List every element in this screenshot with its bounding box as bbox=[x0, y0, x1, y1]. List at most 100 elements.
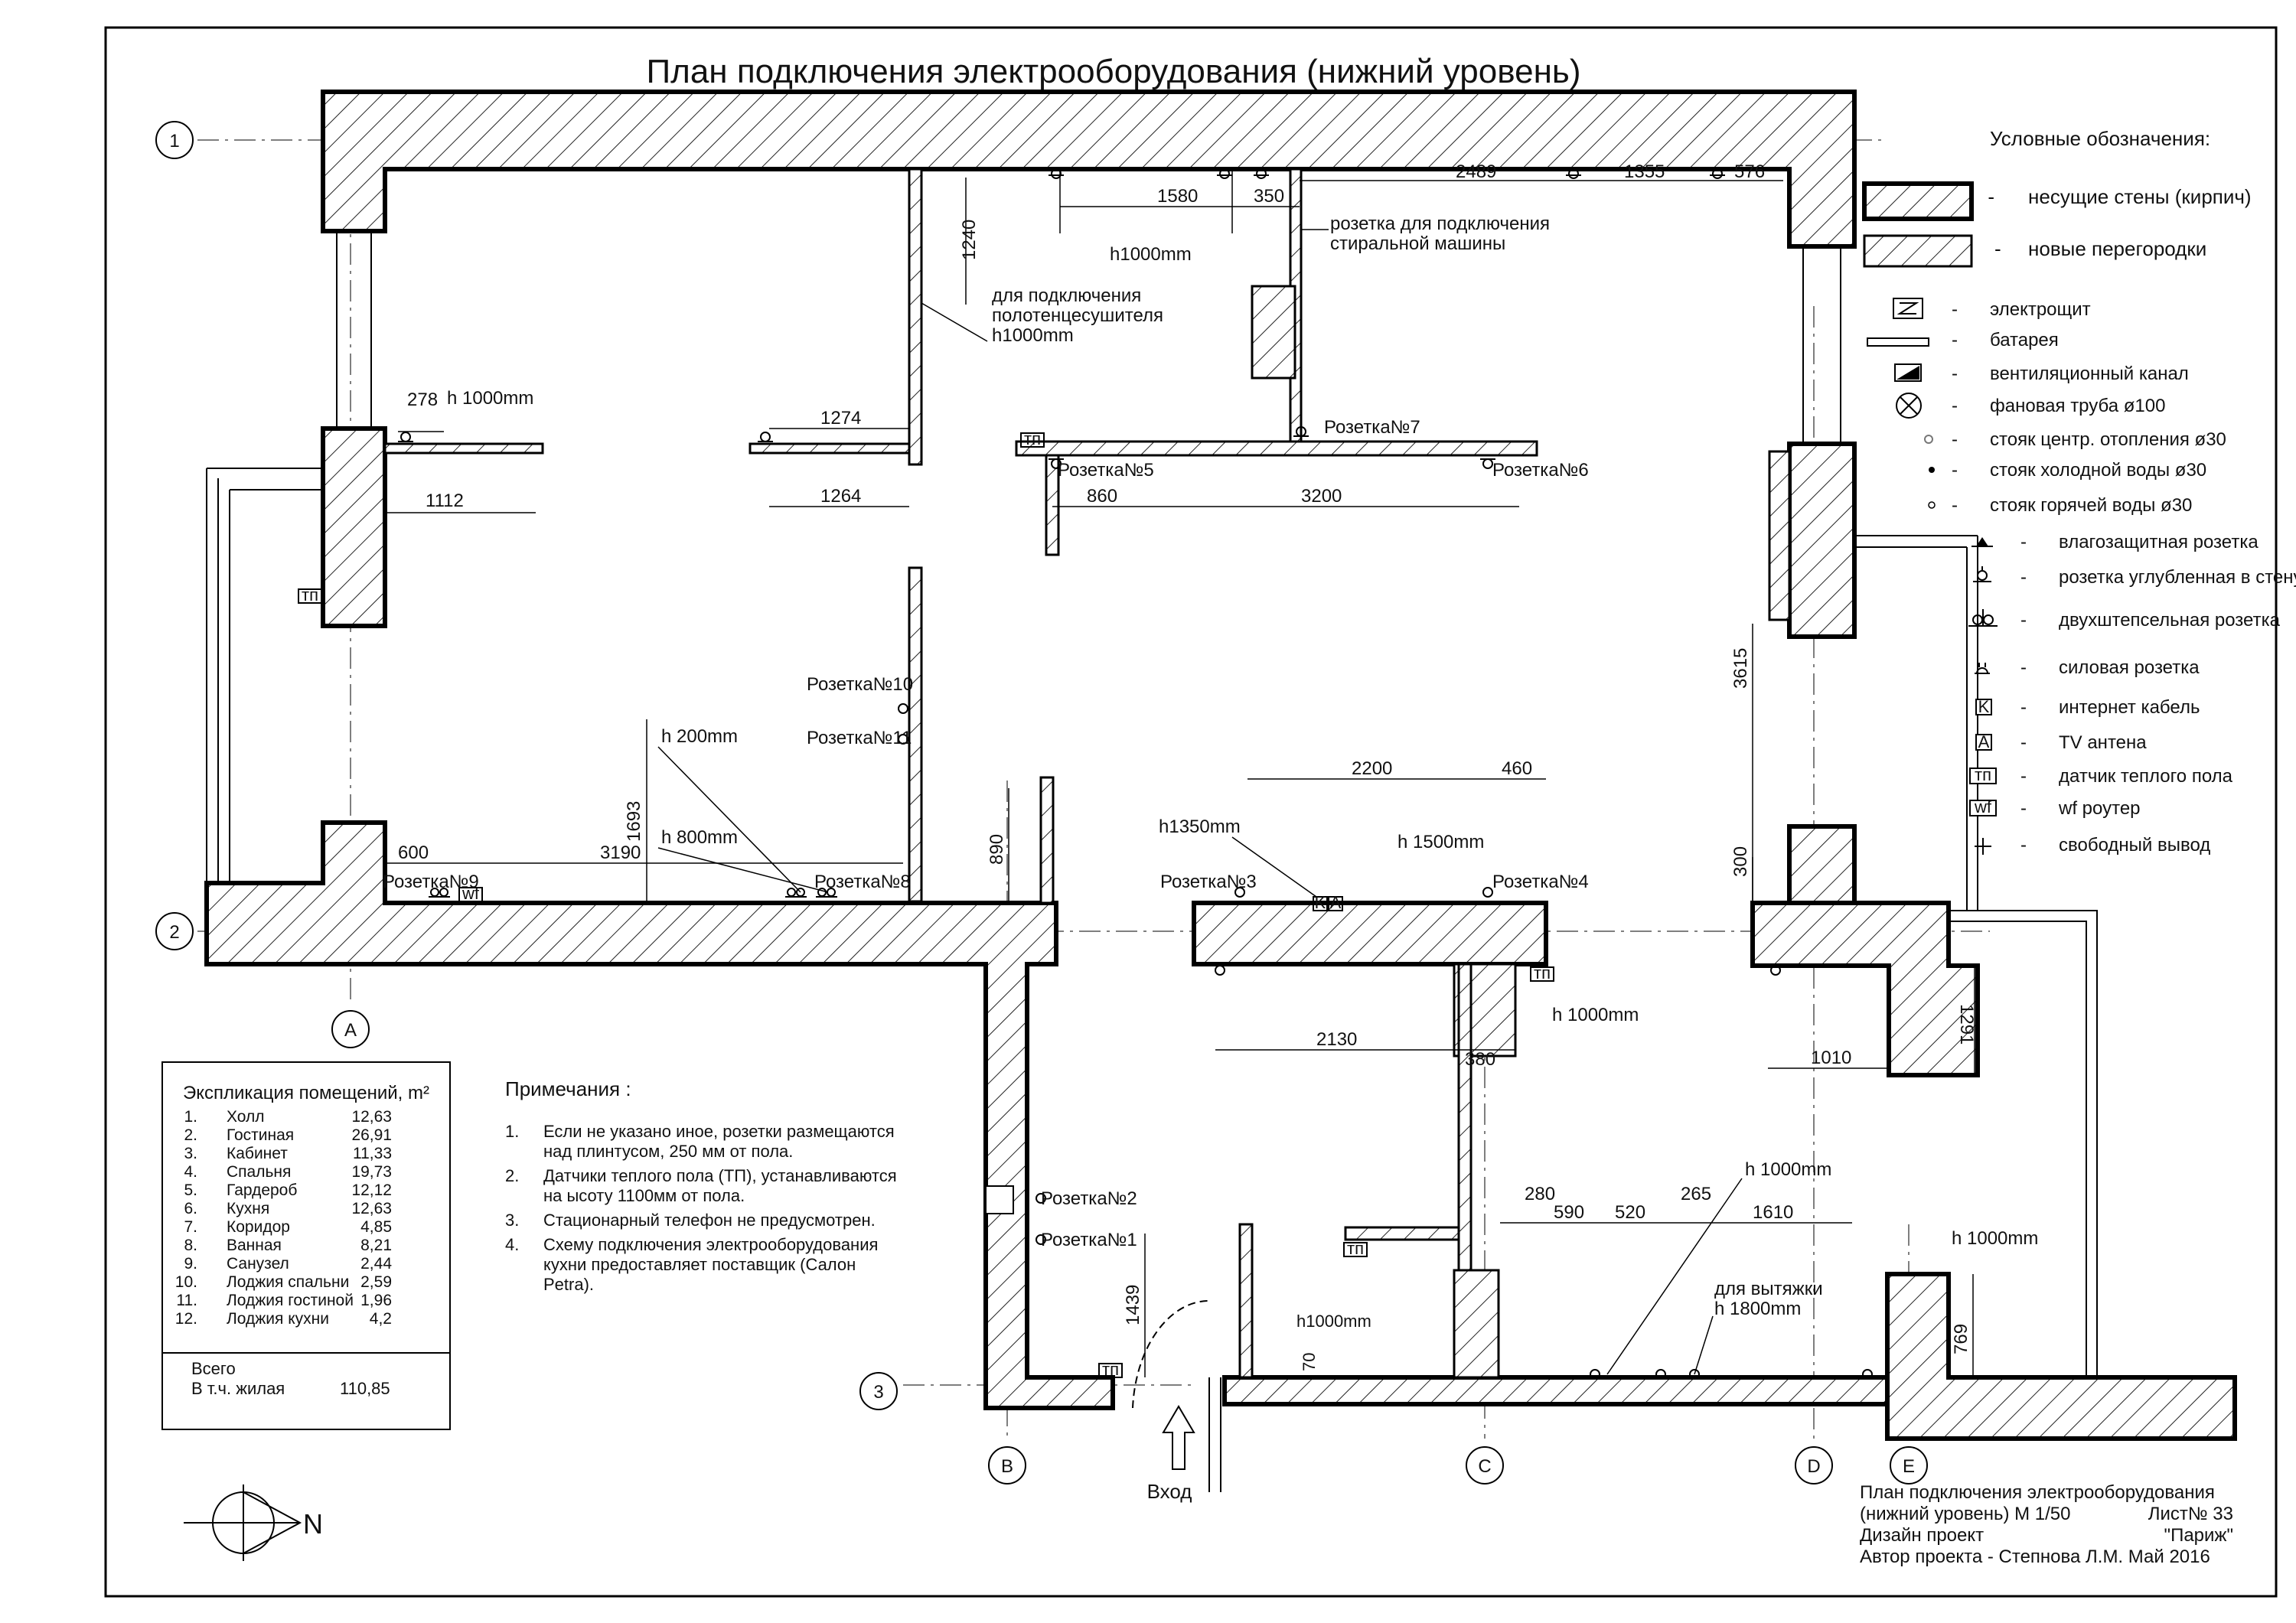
svg-text:полотенцесушителя: полотенцесушителя bbox=[992, 305, 1163, 326]
svg-text:двухштепсельная розетка: двухштепсельная розетка bbox=[2059, 610, 2281, 631]
svg-text:h 200mm: h 200mm bbox=[661, 726, 738, 747]
room-number: 1. bbox=[184, 1108, 197, 1126]
svg-text:265: 265 bbox=[1681, 1184, 1711, 1204]
svg-text:для подключения: для подключения bbox=[992, 285, 1141, 306]
svg-text:h 800mm: h 800mm bbox=[661, 827, 738, 848]
svg-text:тп: тп bbox=[1534, 963, 1551, 983]
room-number: 10. bbox=[175, 1273, 197, 1291]
socket-mark bbox=[1035, 1193, 1046, 1204]
note-line: Датчики теплого пола (ТП), устанавливают… bbox=[543, 1166, 897, 1185]
svg-text:тп: тп bbox=[1024, 429, 1041, 448]
socket-label-7: Розетка№7 bbox=[1324, 417, 1420, 438]
svg-text:(нижний уровень) М 1/50: (нижний уровень) М 1/50 bbox=[1860, 1504, 2070, 1524]
note-number: 1. bbox=[505, 1122, 519, 1141]
svg-text:1610: 1610 bbox=[1753, 1202, 1793, 1223]
room-name: Лоджия спальни bbox=[227, 1273, 349, 1291]
svg-text:1291: 1291 bbox=[1956, 1004, 1977, 1045]
svg-text:-: - bbox=[2020, 610, 2027, 631]
cold-water-riser-icon bbox=[1929, 467, 1935, 473]
svg-text:-: - bbox=[2020, 532, 2027, 552]
room-number: 11. bbox=[176, 1292, 197, 1309]
svg-text:силовая розетка: силовая розетка bbox=[2059, 657, 2200, 678]
socket-label-2: Розетка№2 bbox=[1041, 1188, 1137, 1209]
note-number: 4. bbox=[505, 1235, 519, 1254]
room-number: 2. bbox=[184, 1126, 197, 1144]
room-area: 4,2 bbox=[370, 1310, 392, 1328]
socket-label-6: Розетка№6 bbox=[1492, 460, 1589, 481]
socket-label-4: Розетка№4 bbox=[1492, 872, 1589, 892]
electrical-panel-icon bbox=[1893, 298, 1923, 319]
dimension-lines bbox=[385, 178, 1975, 1377]
wifi-router-icon: wf bbox=[1969, 797, 1997, 816]
svg-text:-: - bbox=[1952, 495, 1958, 516]
svg-text:для вытяжки: для вытяжки bbox=[1714, 1279, 1823, 1299]
svg-text:h1000mm: h1000mm bbox=[1110, 244, 1192, 265]
room-name: Коридор bbox=[227, 1218, 290, 1236]
svg-text:A: A bbox=[1978, 732, 1990, 751]
svg-text:110,85: 110,85 bbox=[340, 1379, 390, 1398]
svg-text:-: - bbox=[1952, 396, 1958, 416]
room-number: 9. bbox=[184, 1255, 197, 1273]
room-area: 26,91 bbox=[351, 1126, 392, 1144]
socket-label-5: Розетка№5 bbox=[1058, 460, 1154, 481]
room-number: 7. bbox=[184, 1218, 197, 1236]
socket-mark bbox=[1049, 458, 1064, 469]
svg-text:Автор проекта - Степнова Л.М.: Автор проекта - Степнова Л.М. Май 2016 bbox=[1860, 1546, 2210, 1567]
axis-bubble-c bbox=[1466, 1446, 1504, 1484]
socket-mark bbox=[758, 432, 773, 442]
svg-text:1112: 1112 bbox=[426, 490, 464, 511]
note-line: кухни предоставляет поставщик (Салон bbox=[543, 1255, 856, 1274]
room-name: Гардероб bbox=[227, 1181, 297, 1199]
socket-mark bbox=[1862, 1369, 1873, 1380]
wall-swatch-icon bbox=[1862, 181, 1974, 221]
svg-text:576: 576 bbox=[1734, 161, 1765, 182]
socket-mark bbox=[1482, 887, 1493, 898]
socket-mark bbox=[1049, 168, 1064, 179]
partition-swatch-icon bbox=[1863, 234, 1973, 268]
bearing-walls bbox=[204, 90, 2237, 1441]
socket-label-1: Розетка№1 bbox=[1041, 1230, 1137, 1250]
svg-text:тп: тп bbox=[1975, 765, 1991, 784]
svg-text:-: - bbox=[2020, 732, 2027, 753]
svg-text:тп: тп bbox=[1347, 1239, 1364, 1258]
svg-text:3615: 3615 bbox=[1730, 648, 1751, 689]
room-name: Холл bbox=[227, 1108, 265, 1126]
socket-mark bbox=[1590, 1369, 1600, 1380]
svg-text:1693: 1693 bbox=[624, 801, 644, 842]
svg-text:N: N bbox=[303, 1508, 323, 1540]
recessed-socket-icon bbox=[1973, 566, 1991, 582]
floor-heating-sensor-icon: тп bbox=[1969, 765, 1997, 784]
room-name: Кухня bbox=[227, 1200, 269, 1217]
svg-text:K: K bbox=[1978, 697, 1990, 716]
socket-label-10: Розетка№10 bbox=[807, 674, 913, 695]
room-area: 8,21 bbox=[360, 1237, 392, 1254]
svg-text:h 1000mm: h 1000mm bbox=[1952, 1228, 2038, 1249]
svg-text:1264: 1264 bbox=[820, 486, 861, 507]
svg-text:свободный вывод: свободный вывод bbox=[2059, 835, 2210, 855]
room-area: 11,33 bbox=[353, 1145, 392, 1162]
svg-text:1274: 1274 bbox=[820, 408, 861, 429]
svg-text:h 1000mm: h 1000mm bbox=[1552, 1005, 1639, 1025]
socket-mark bbox=[1293, 426, 1309, 437]
socket-mark bbox=[1655, 1369, 1666, 1380]
room-number: 6. bbox=[184, 1200, 197, 1217]
svg-text:C: C bbox=[1478, 1456, 1491, 1477]
svg-text:тп: тп bbox=[1102, 1360, 1119, 1379]
loggia-outlines bbox=[206, 231, 2098, 1377]
notes: Примечания : 1.Если не указано иное, роз… bbox=[505, 1077, 897, 1294]
svg-text:несущие стены (кирпич): несущие стены (кирпич) bbox=[2028, 185, 2252, 208]
socket-mark bbox=[429, 888, 450, 898]
plan-symbol-labels: тп тп тп тп тп wf K A bbox=[298, 429, 1554, 1379]
room-area: 4,85 bbox=[360, 1218, 392, 1236]
svg-text:2200: 2200 bbox=[1352, 758, 1392, 779]
svg-text:-: - bbox=[2020, 835, 2027, 855]
svg-text:Дизайн проект: Дизайн проект bbox=[1860, 1525, 1984, 1546]
double-socket-icon bbox=[1968, 609, 1998, 627]
svg-text:электрощит: электрощит bbox=[1990, 299, 2091, 320]
hot-water-riser-icon bbox=[1928, 501, 1936, 509]
socket-mark bbox=[1710, 168, 1725, 179]
svg-text:1355: 1355 bbox=[1624, 161, 1665, 182]
svg-text:890: 890 bbox=[987, 834, 1007, 865]
note-line: над плинтусом, 250 мм от пола. bbox=[543, 1142, 793, 1161]
